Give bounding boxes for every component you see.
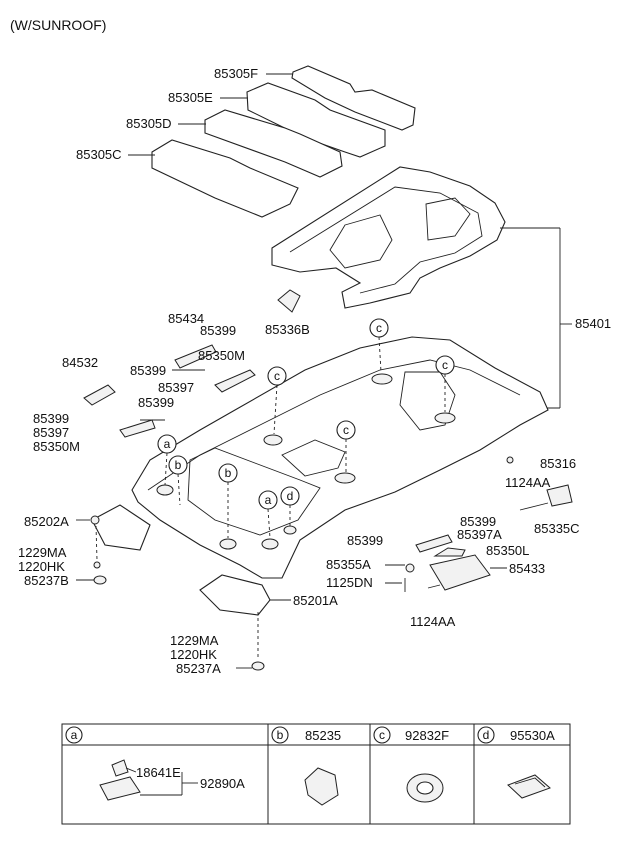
- label-85336B: 85336B: [265, 322, 310, 337]
- label-85305F: 85305F: [214, 66, 258, 81]
- label-85237A: 85237A: [176, 661, 221, 676]
- label-1229MA-a: 1229MA: [18, 545, 67, 560]
- label-1124AA-b: 1124AA: [410, 614, 456, 629]
- label-84532: 84532: [62, 355, 98, 370]
- label-1220HK-a: 1220HK: [18, 559, 65, 574]
- callout-b-2: b: [218, 463, 238, 483]
- panel-85305D: [204, 109, 343, 178]
- sunroof-frame: [271, 166, 506, 309]
- label-85397-b: 85397: [33, 425, 69, 440]
- svg-text:b: b: [175, 458, 182, 472]
- sunvisor-85202A: [91, 504, 151, 551]
- label-1220HK-b: 1220HK: [170, 647, 217, 662]
- label-85397-a: 85397: [158, 380, 194, 395]
- clip-85336B: [277, 289, 301, 313]
- panel-85305F: [291, 65, 416, 131]
- grip-85397-b: [119, 419, 156, 438]
- callout-a-2: a: [258, 490, 278, 510]
- svg-text:c: c: [442, 358, 448, 372]
- bracket-85434: [174, 344, 217, 369]
- label-85350M-a: 85350M: [198, 348, 245, 363]
- label-85399-a: 85399: [200, 323, 236, 338]
- label-85397A: 85397A: [457, 527, 502, 542]
- label-85335C: 85335C: [534, 521, 580, 536]
- label-1124AA-a: 1124AA: [505, 475, 551, 490]
- label-85399-e: 85399: [460, 514, 496, 529]
- svg-text:a: a: [71, 728, 78, 742]
- label-85399-f: 85399: [347, 533, 383, 548]
- svg-text:a: a: [164, 437, 171, 451]
- svg-text:c: c: [343, 423, 349, 437]
- label-85401: 85401: [575, 316, 611, 331]
- bracket-85433: [429, 554, 491, 591]
- label-1229MA-b: 1229MA: [170, 633, 219, 648]
- label-85237B: 85237B: [24, 573, 69, 588]
- label-85235: 85235: [305, 728, 341, 743]
- label-85305C: 85305C: [76, 147, 122, 162]
- label-85433: 85433: [509, 561, 545, 576]
- headliner-85401: [131, 336, 549, 579]
- label-85305D: 85305D: [126, 116, 172, 131]
- label-85350L: 85350L: [486, 543, 529, 558]
- legend-table: a 18641E 92890A b 85235 c 92832F d: [61, 723, 571, 825]
- legend-cell-a: a 18641E 92890A: [65, 726, 245, 801]
- grip-85397-a: [214, 369, 256, 393]
- callout-c-3: c: [267, 366, 287, 386]
- label-85355A: 85355A: [326, 557, 371, 572]
- label-95530A: 95530A: [510, 728, 555, 743]
- callout-c-1: c: [369, 318, 389, 338]
- svg-text:c: c: [274, 369, 280, 383]
- label-85399-c: 85399: [138, 395, 174, 410]
- svg-text:c: c: [376, 321, 382, 335]
- label-85399-b: 85399: [130, 363, 166, 378]
- callout-c-2: c: [435, 355, 455, 375]
- label-1125DN: 1125DN: [326, 575, 373, 590]
- label-92890A: 92890A: [200, 776, 245, 791]
- label-92832F: 92832F: [405, 728, 449, 743]
- label-85305E: 85305E: [168, 90, 213, 105]
- label-85316: 85316: [540, 456, 576, 471]
- svg-text:a: a: [265, 493, 272, 507]
- legend-cell-d: d 95530A: [477, 726, 555, 799]
- sunvisor-85201A: [199, 574, 271, 616]
- legend-cell-b: b 85235: [271, 726, 341, 806]
- svg-text:c: c: [379, 728, 385, 742]
- svg-text:b: b: [277, 728, 284, 742]
- svg-text:d: d: [483, 728, 490, 742]
- label-18641E: 18641E: [136, 765, 181, 780]
- label-85434: 85434: [168, 311, 204, 326]
- label-85350M-b: 85350M: [33, 439, 80, 454]
- label-85202A: 85202A: [24, 514, 69, 529]
- bracket-84532: [83, 384, 116, 406]
- callout-b-1: b: [168, 455, 188, 475]
- diagram-title: (W/SUNROOF): [10, 17, 106, 33]
- panel-85305C: [151, 139, 299, 218]
- callout-a-1: a: [157, 434, 177, 454]
- label-85399-d: 85399: [33, 411, 69, 426]
- svg-text:d: d: [287, 489, 294, 503]
- bracket-85335C: [546, 484, 573, 507]
- svg-text:b: b: [225, 466, 232, 480]
- grip-85397A: [415, 534, 453, 553]
- sunroof-panels: [151, 65, 416, 218]
- callout-c-4: c: [336, 420, 356, 440]
- label-85201A: 85201A: [293, 593, 338, 608]
- legend-cell-c: c 92832F: [373, 726, 449, 803]
- callout-d-1: d: [280, 486, 300, 506]
